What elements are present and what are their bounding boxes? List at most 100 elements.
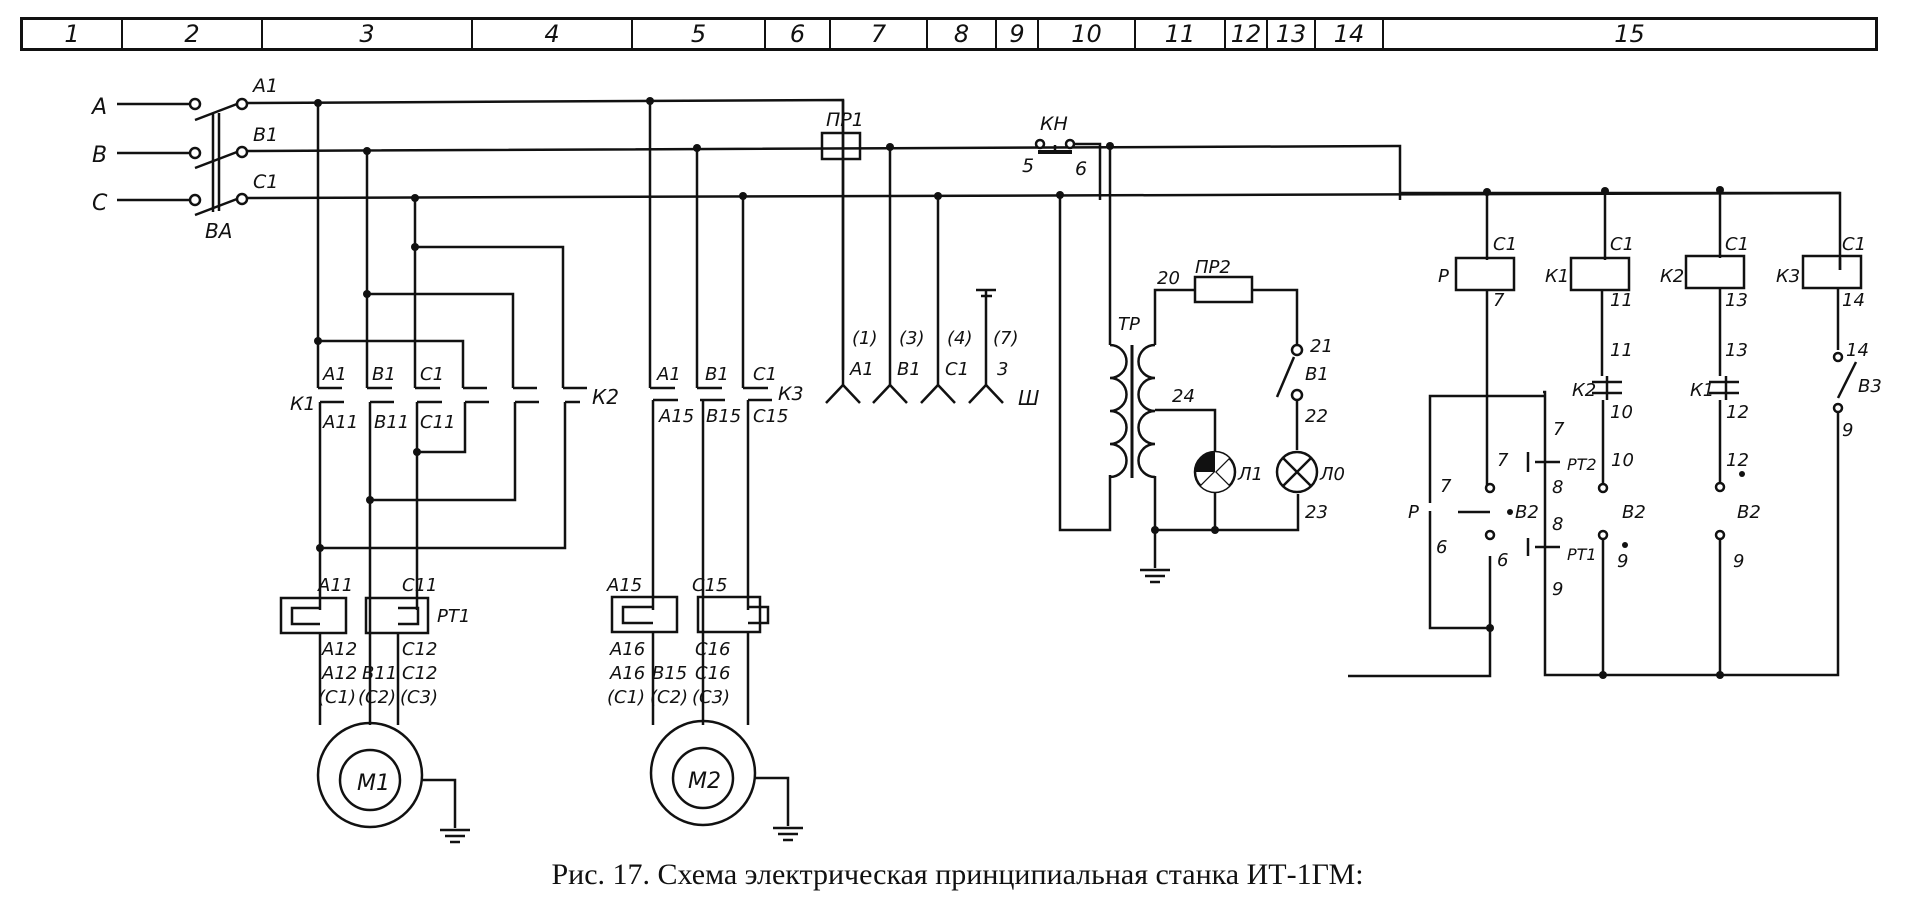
label-v3: В3 <box>1858 376 1882 397</box>
label-k3-a15: A15 <box>658 406 694 427</box>
label-m1-c3: (C3) <box>400 687 438 708</box>
label-7: 7 <box>1493 290 1505 311</box>
label-6a: 6 <box>1436 537 1447 558</box>
label-m2-a15: A15 <box>606 575 642 596</box>
label-rt1b: РТ1 <box>1567 545 1597 564</box>
label-k1: К1 <box>290 393 316 415</box>
label-20: 20 <box>1157 268 1180 289</box>
label-8a: 8 <box>1552 477 1563 498</box>
label-m2: M2 <box>688 769 721 794</box>
label-6b: 6 <box>1497 550 1508 571</box>
label-phase-c: C <box>92 191 108 216</box>
zone-cell: 7 <box>831 20 928 48</box>
junction-dots <box>314 97 1724 552</box>
label-k2: К2 <box>592 385 619 409</box>
zone-cell: 5 <box>633 20 766 48</box>
label-k1-a1: A1 <box>322 364 347 385</box>
label-m2-c16b: C16 <box>695 663 730 684</box>
label-pr1: ПР1 <box>826 109 864 131</box>
motor-m2 <box>649 719 803 842</box>
label-m1-c12b: C12 <box>402 663 437 684</box>
label-13: 13 <box>1725 290 1748 311</box>
label-ctrl-7c: 7 <box>1440 476 1452 497</box>
label-ctrl-7b: 7 <box>1497 450 1509 471</box>
label-m2-b15: B15 <box>652 663 687 684</box>
label-phase-b: B <box>92 143 107 168</box>
label-9b: 9 <box>1617 551 1628 572</box>
label-m1-a11: A11 <box>317 575 353 596</box>
label-m2-a16b: A16 <box>609 663 645 684</box>
label-plug-1: (1) <box>852 328 878 349</box>
thermal-relay-rt1 <box>279 596 430 725</box>
zone-cell: 12 <box>1226 20 1268 48</box>
label-l0: Л0 <box>1319 464 1345 485</box>
label-plug-c1: C1 <box>945 359 969 380</box>
label-9a: 9 <box>1552 579 1563 600</box>
label-k3-c15: C15 <box>753 406 788 427</box>
zone-cell: 4 <box>473 20 633 48</box>
label-m2-c2: (C2) <box>650 687 688 708</box>
zone-cell: 14 <box>1316 20 1384 48</box>
zone-cell: 13 <box>1268 20 1316 48</box>
label-b2-c: В2 <box>1737 502 1761 523</box>
label-coil-k2: К2 <box>1660 266 1684 287</box>
label-kn-6: 6 <box>1075 158 1087 180</box>
label-10: 10 <box>1610 402 1633 423</box>
label-14b: 14 <box>1846 340 1869 361</box>
label-rt2: РТ2 <box>1567 455 1597 474</box>
control-logic <box>1348 390 1745 679</box>
label-k1-contact: К1 <box>1690 380 1714 401</box>
input-lines <box>117 97 202 207</box>
label-p: Р <box>1408 502 1419 523</box>
label-plug-4: (4) <box>947 328 973 349</box>
label-k3-a1: A1 <box>656 364 681 385</box>
zone-cell: 3 <box>263 20 473 48</box>
zone-cell: 10 <box>1039 20 1136 48</box>
label-12: 12 <box>1726 402 1749 423</box>
label-plug-3: (3) <box>899 328 925 349</box>
label-m2-c16: C16 <box>695 639 730 660</box>
label-k2-contact: К2 <box>1572 380 1596 401</box>
label-pr2: ПР2 <box>1195 257 1231 278</box>
label-coil-k3: К3 <box>1776 266 1800 287</box>
label-k1-c1: C1 <box>420 364 444 385</box>
thermal-relay-m2 <box>610 595 770 725</box>
zone-ruler: 1 2 3 4 5 6 7 8 9 10 11 12 13 14 15 <box>20 17 1878 51</box>
label-k1-c11: C11 <box>420 412 455 433</box>
label-k3: К3 <box>778 383 804 405</box>
label-m1-c1: (C1) <box>318 687 356 708</box>
label-22: 22 <box>1305 406 1328 427</box>
label-ctrl-7a: 7 <box>1553 419 1565 440</box>
label-k1-b1: B1 <box>372 364 396 385</box>
fuse-pr1 <box>820 131 862 161</box>
label-c1-k3: C1 <box>1842 234 1866 255</box>
label-24: 24 <box>1172 386 1195 407</box>
label-plug-7: (7) <box>993 328 1019 349</box>
label-c1-p: C1 <box>1493 234 1517 255</box>
label-m1-a12b: A12 <box>321 663 357 684</box>
label-m1-c2: (C2) <box>358 687 396 708</box>
button-kn <box>1034 138 1102 200</box>
label-14: 14 <box>1842 290 1865 311</box>
label-b1: B1 <box>253 124 278 146</box>
contactor-k3-wiring <box>648 101 772 725</box>
label-m1-a12: A12 <box>321 639 357 660</box>
label-b2-b: В2 <box>1622 502 1646 523</box>
label-k1-b11: B11 <box>374 412 409 433</box>
label-m2-c15: C15 <box>692 575 727 596</box>
plug-connector <box>825 100 1004 404</box>
label-9-v3: 9 <box>1842 420 1853 441</box>
figure-caption: Рис. 17. Схема электрическая принципиаль… <box>551 858 1364 891</box>
label-m1-c12: C12 <box>402 639 437 660</box>
label-rt1: РТ1 <box>437 606 470 627</box>
zone-cell: 8 <box>928 20 997 48</box>
transformer-tr <box>1058 146 1319 584</box>
label-kn-5: 5 <box>1022 155 1034 177</box>
label-m1: M1 <box>357 771 390 796</box>
main-switch-va <box>194 97 249 217</box>
label-coil-k1: К1 <box>1545 266 1569 287</box>
label-socket: Ш <box>1018 386 1039 410</box>
label-l1: Л1 <box>1237 464 1263 485</box>
label-k3-c1: C1 <box>753 364 777 385</box>
